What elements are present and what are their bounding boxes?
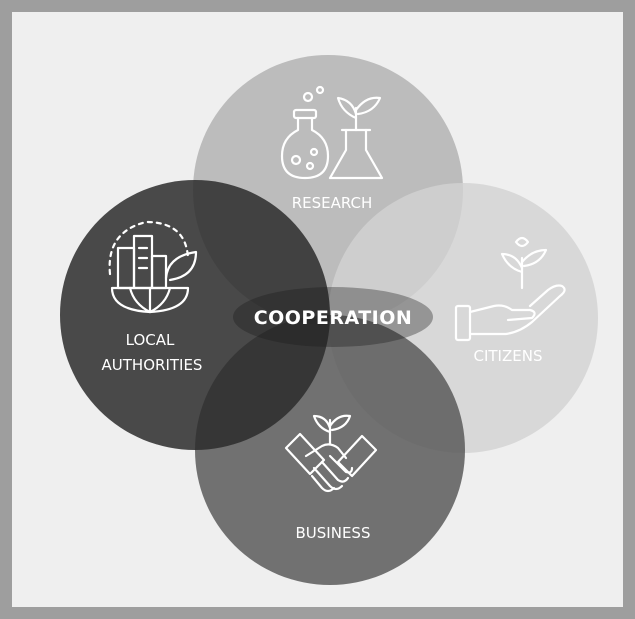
- business-label: BUSINESS: [296, 524, 371, 542]
- research-label: RESEARCH: [292, 194, 373, 212]
- cooperation-label: COOPERATION: [254, 307, 413, 329]
- hand-plant-icon: [454, 236, 566, 342]
- cooperation-band: [233, 287, 433, 347]
- diagram-frame: RESEARCH CITIZENS BUSINESS: [12, 12, 623, 607]
- flask-plant-icon: [280, 85, 384, 180]
- cooperation-venn-diagram: RESEARCH CITIZENS BUSINESS: [60, 55, 598, 585]
- city-globe-leaf-icon: [108, 220, 198, 314]
- citizens-label: CITIZENS: [474, 347, 543, 365]
- local-authorities-label-line-1: LOCAL: [126, 331, 175, 349]
- local-authorities-label-line-2: AUTHORITIES: [102, 356, 203, 374]
- handshake-plant-icon: [284, 414, 378, 493]
